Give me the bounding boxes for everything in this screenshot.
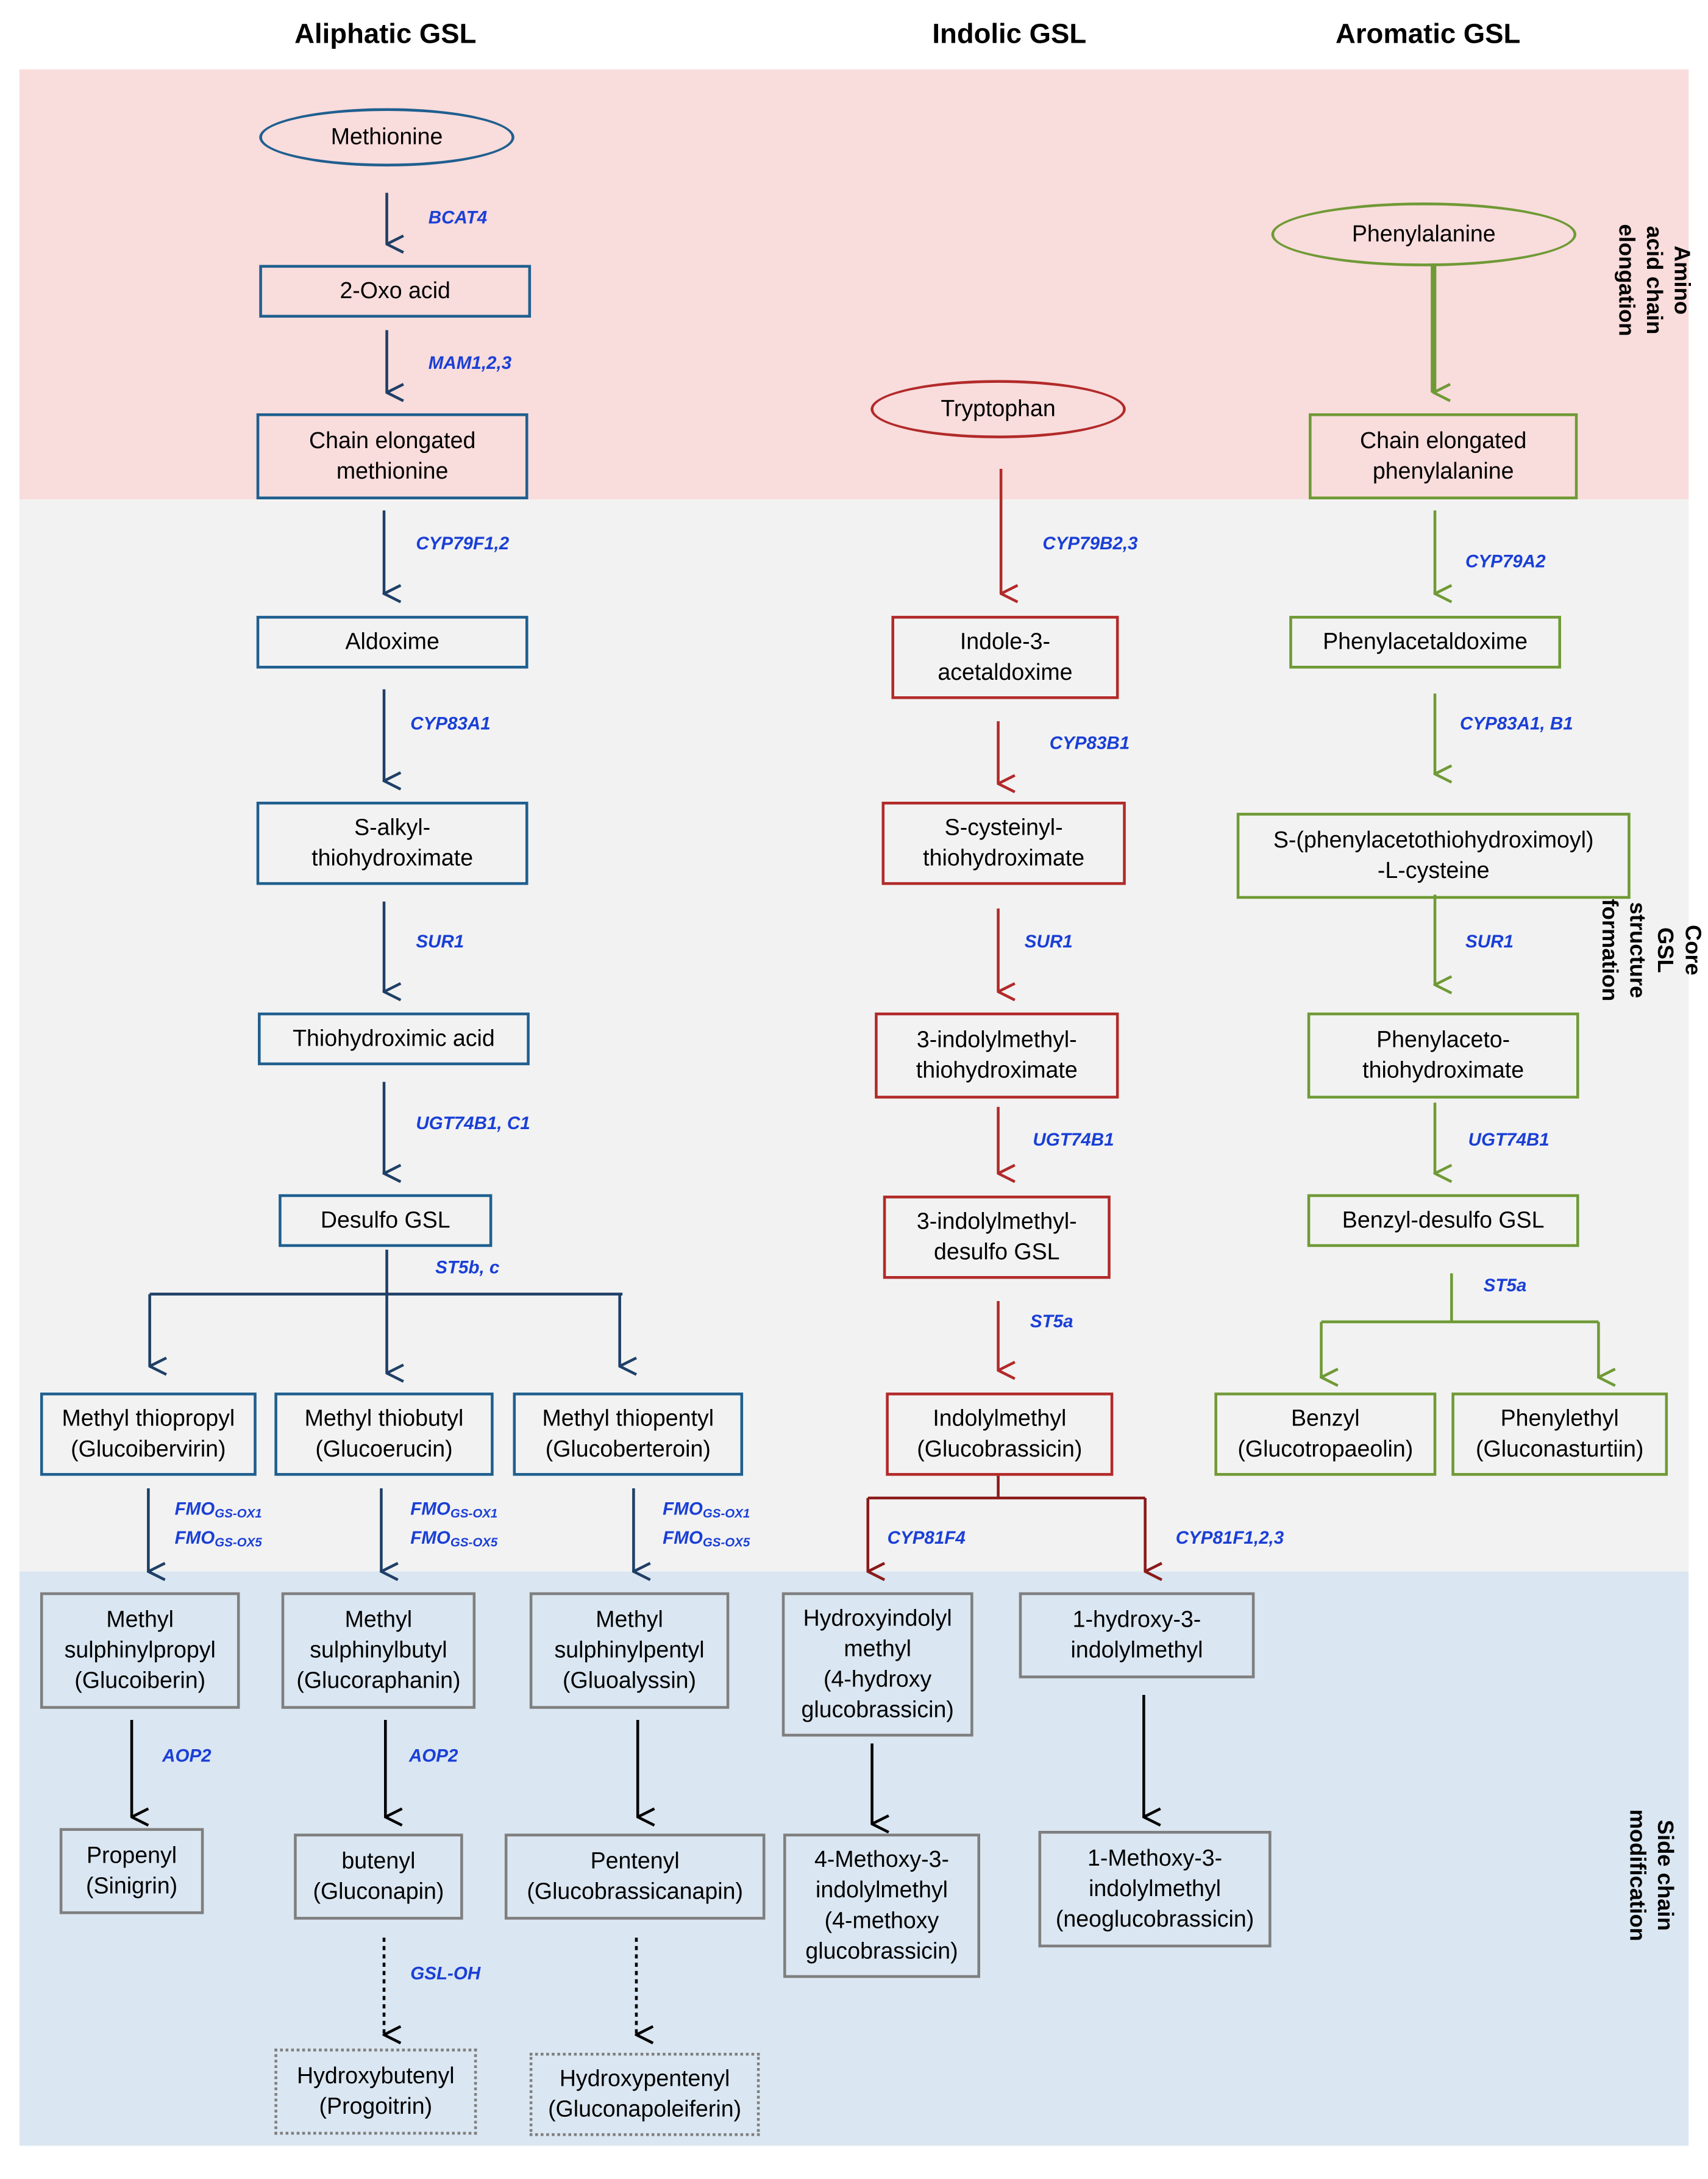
node-indolylmethyl-desulfo-gsl: 3-indolylmethyl- desulfo GSL <box>883 1196 1111 1279</box>
node-phenylalanine: Phenylalanine <box>1271 202 1576 266</box>
fmo-sub: GS-OX1 <box>450 1506 498 1521</box>
node-1-hydroxy-indolylmethyl: 1-hydroxy-3- indolylmethyl <box>1019 1592 1255 1678</box>
enzyme-cyp83a1: CYP83A1 <box>410 713 491 734</box>
fmo-label: FMO <box>410 1498 450 1519</box>
enzyme-sur1-indolic: SUR1 <box>1024 930 1073 952</box>
node-methylthiobutyl: Methyl thiobutyl (Glucoerucin) <box>274 1393 494 1476</box>
node-4-methoxy-glucobrassicin: 4-Methoxy-3- indolylmethyl (4-methoxy gl… <box>783 1833 981 1978</box>
enzyme-cyp79b: CYP79B2,3 <box>1042 532 1138 554</box>
node-s-alkyl-thiohydroximate: S-alkyl- thiohydroximate <box>256 801 528 885</box>
node-chain-elongated-methionine: Chain elongated methionine <box>256 413 528 500</box>
enzyme-ugt74b1-aromatic: UGT74B1 <box>1468 1129 1550 1150</box>
enzyme-bcat4: BCAT4 <box>428 206 488 228</box>
enzyme-cyp79f: CYP79F1,2 <box>416 532 510 554</box>
enzyme-cyp83b1: CYP83B1 <box>1049 732 1130 754</box>
node-2-oxo-acid: 2-Oxo acid <box>259 265 532 318</box>
fmo-label: FMO <box>663 1527 703 1548</box>
node-benzyl-glucotropaeolin: Benzyl (Glucotropaeolin) <box>1214 1393 1437 1476</box>
node-glucobrassicin: Indolylmethyl (Glucobrassicin) <box>886 1393 1114 1476</box>
node-neoglucobrassicin: 1-Methoxy-3- indolylmethyl (neoglucobras… <box>1038 1831 1272 1948</box>
node-methylsulphinylbutyl: Methyl sulphinylbutyl (Glucoraphanin) <box>281 1592 476 1709</box>
fmo-sub: GS-OX1 <box>215 1506 262 1521</box>
node-s-cysteinyl-thiohydroximate: S-cysteinyl- thiohydroximate <box>881 801 1126 885</box>
enzyme-sur1-aliphatic: SUR1 <box>416 930 464 952</box>
node-phenylacetaldoxime: Phenylacetaldoxime <box>1289 616 1561 669</box>
node-butenyl: butenyl (Gluconapin) <box>294 1833 463 1920</box>
fmo-label: FMO <box>174 1498 215 1519</box>
enzyme-cyp83a1-b1: CYP83A1, B1 <box>1459 713 1573 734</box>
node-hydroxybutenyl: Hydroxybutenyl (Progoitrin) <box>274 2049 477 2135</box>
node-tryptophan: Tryptophan <box>870 380 1126 438</box>
node-methylsulphinylpentyl: Methyl sulphinylpentyl (Gluoalyssin) <box>529 1592 730 1709</box>
node-hydroxypentenyl: Hydroxypentenyl (Gluconapoleiferin) <box>529 2053 760 2136</box>
enzyme-cyp79a2: CYP79A2 <box>1465 551 1546 572</box>
fmo-label: FMO <box>410 1527 450 1548</box>
node-methylsulphinylpropyl: Methyl sulphinylpropyl (Glucoiberin) <box>40 1592 240 1709</box>
node-s-phenylacetothiohydroximoyl-cysteine: S-(phenylacetothiohydroximoyl) -L-cystei… <box>1236 813 1631 899</box>
node-desulfo-gsl: Desulfo GSL <box>279 1194 493 1247</box>
fmo-sub: GS-OX5 <box>450 1535 498 1550</box>
enzyme-mam: MAM1,2,3 <box>428 352 512 373</box>
enzyme-aop2-1: AOP2 <box>162 1744 212 1766</box>
enzyme-cyp81f123: CYP81F1,2,3 <box>1175 1527 1284 1548</box>
header-aliphatic: Aliphatic GSL <box>294 19 477 50</box>
enzyme-ugt74b1-c1: UGT74B1, C1 <box>416 1112 530 1133</box>
enzyme-cyp81f4: CYP81F4 <box>887 1527 966 1548</box>
header-indolic: Indolic GSL <box>932 19 1087 50</box>
node-methylthiopentyl: Methyl thiopentyl (Glucoberteroin) <box>513 1393 744 1476</box>
enzyme-st5a-indolic: ST5a <box>1030 1310 1073 1332</box>
node-4-hydroxy-glucobrassicin: Hydroxyindolyl methyl (4-hydroxy glucobr… <box>781 1592 973 1737</box>
node-indolylmethyl-thiohydroximate: 3-indolylmethyl- thiohydroximate <box>875 1012 1119 1099</box>
enzyme-sur1-aromatic: SUR1 <box>1465 930 1514 952</box>
node-thiohydroximic-acid: Thiohydroximic acid <box>258 1012 530 1066</box>
fmo-sub: GS-OX1 <box>702 1506 750 1521</box>
node-chain-elongated-phenylalanine: Chain elongated phenylalanine <box>1309 413 1578 500</box>
node-methionine: Methionine <box>259 108 514 166</box>
node-methylthiopropyl: Methyl thiopropyl (Glucoibervirin) <box>40 1393 257 1476</box>
enzyme-st5bc: ST5b, c <box>435 1257 500 1278</box>
node-propenyl: Propenyl (Sinigrin) <box>59 1828 204 1914</box>
fmo-sub: GS-OX5 <box>702 1535 750 1550</box>
enzyme-aop2-2: AOP2 <box>408 1744 458 1766</box>
enzyme-ugt74b1-indolic: UGT74B1 <box>1033 1129 1114 1150</box>
header-aromatic: Aromatic GSL <box>1335 19 1521 50</box>
node-phenylaceto-thiohydroximate: Phenylaceto- thiohydroximate <box>1307 1012 1579 1099</box>
node-aldoxime: Aldoxime <box>256 616 528 669</box>
fmo-label: FMO <box>174 1527 215 1548</box>
enzyme-st5a-aromatic: ST5a <box>1483 1274 1527 1296</box>
node-indole-3-acetaldoxime: Indole-3- acetaldoxime <box>891 616 1119 699</box>
node-benzyl-desulfo-gsl: Benzyl-desulfo GSL <box>1307 1194 1579 1247</box>
enzyme-gsl-oh: GSL-OH <box>410 1963 481 1984</box>
fmo-sub: GS-OX5 <box>215 1535 262 1550</box>
node-pentenyl: Pentenyl (Glucobrassicanapin) <box>504 1833 766 1920</box>
fmo-label: FMO <box>663 1498 703 1519</box>
node-phenylethyl-gluconasturtiin: Phenylethyl (Gluconasturtiin) <box>1451 1393 1668 1476</box>
